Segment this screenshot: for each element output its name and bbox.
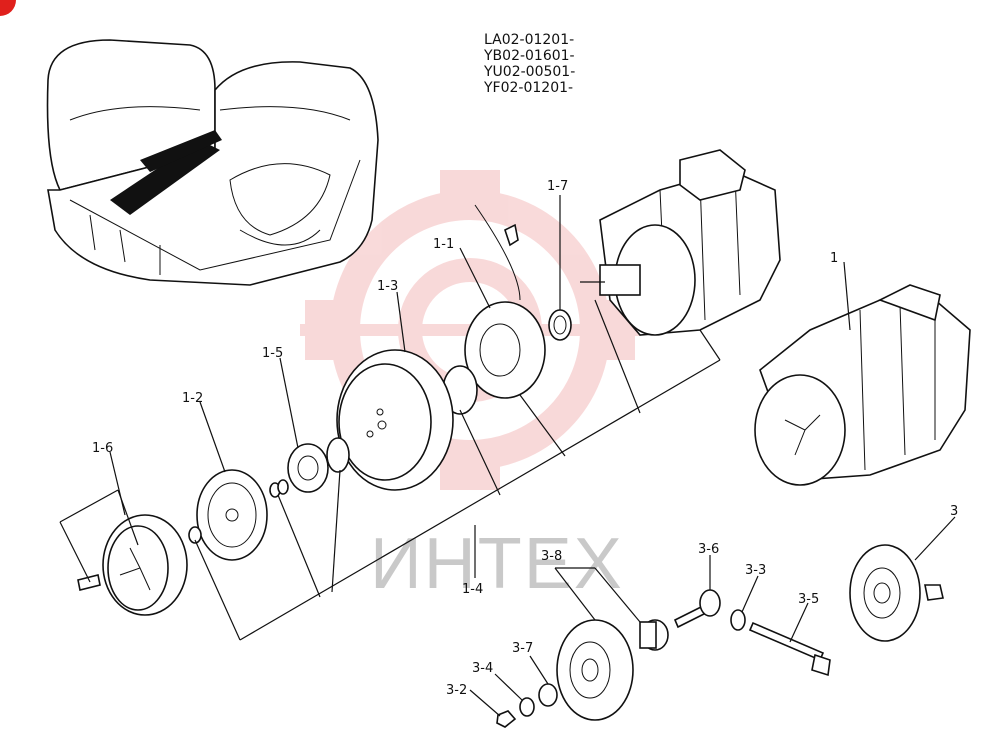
label-part-1-6: 1-6 <box>92 441 113 456</box>
part-3-7-washer <box>538 683 558 707</box>
label-part-1-1: 1-1 <box>433 237 454 252</box>
part-washers <box>188 479 289 544</box>
part-1-5-shim <box>287 443 329 493</box>
label-part-1-3: 1-3 <box>377 279 398 294</box>
serial-range-4: YF02-01201- <box>483 80 573 96</box>
serial-range-2: YB02-01601- <box>483 48 575 64</box>
label-part-3: 3 <box>950 504 958 519</box>
label-part-3-8: 3-8 <box>541 549 562 564</box>
label-part-3-5: 3-5 <box>798 592 819 607</box>
part-1-3-rotor-pulley <box>336 349 454 491</box>
part-3-6-bolt <box>673 589 721 629</box>
part-1-1-coil-bolt <box>474 204 521 301</box>
label-part-3-6: 3-6 <box>698 542 719 557</box>
watermark-text: ИНТЕХ <box>370 524 624 604</box>
label-part-1-4: 1-4 <box>462 582 483 597</box>
leader-lines <box>59 195 956 717</box>
part-snap-ring-small <box>326 437 350 473</box>
part-3-8-collar <box>639 619 669 651</box>
part-3-5-bolt <box>748 621 831 677</box>
label-part-1-7: 1-7 <box>547 179 568 194</box>
compressor-assembled <box>754 284 971 486</box>
part-1-6-cover <box>77 514 188 616</box>
label-part-3-4: 3-4 <box>472 661 493 676</box>
excavator-overview-illustration <box>46 39 379 286</box>
label-part-1-5: 1-5 <box>262 346 283 361</box>
corner-badge <box>0 0 16 16</box>
part-3-pulley <box>556 619 634 721</box>
label-part-3-7: 3-7 <box>512 641 533 656</box>
part-1-7-shim <box>548 309 572 341</box>
part-3-idler-pulley-assembly <box>849 544 944 642</box>
part-1-2-armature-plate <box>196 469 268 561</box>
part-3-3-washer <box>730 609 746 631</box>
compressor-body-exploded <box>580 149 781 336</box>
part-1-1-field-coil <box>464 301 546 399</box>
label-part-1-2: 1-2 <box>182 391 203 406</box>
label-part-3-2: 3-2 <box>446 683 467 698</box>
part-3-2-nut <box>496 710 517 728</box>
part-3-4-washer <box>519 697 535 717</box>
serial-range-3: YU02-00501- <box>483 64 575 80</box>
serial-range-1: LA02-01201- <box>484 32 574 48</box>
label-part-1: 1 <box>830 251 838 266</box>
label-part-3-3: 3-3 <box>745 563 766 578</box>
